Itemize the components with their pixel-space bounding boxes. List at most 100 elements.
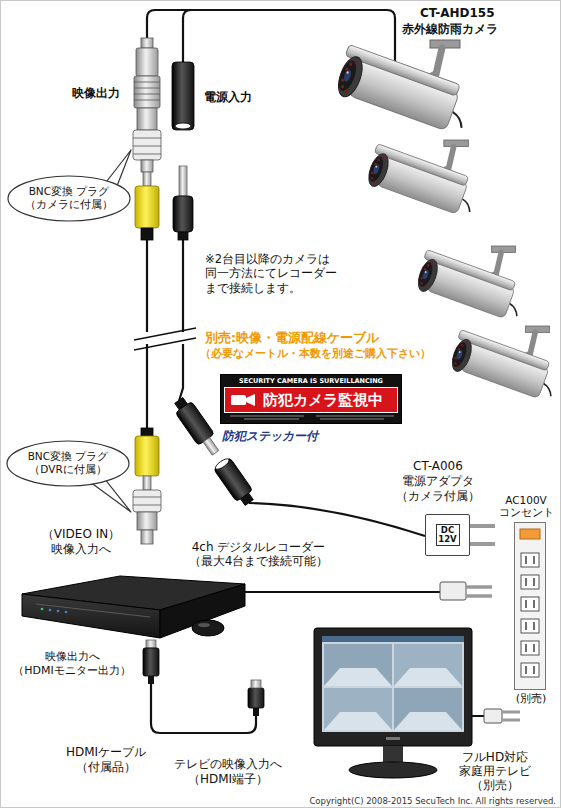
device-label: CT-A006 電源アダプタ （カメラ付属）	[392, 459, 484, 504]
recorder-figure	[57, 610, 60, 613]
dc-jack	[172, 62, 194, 130]
recorder-figure	[22, 594, 160, 638]
cable-note: （必要なメートル・本数を別途ご購入下さい）	[200, 347, 431, 361]
rca-plug	[135, 436, 159, 476]
bnc-plug	[141, 530, 153, 544]
bnc-plug	[137, 108, 157, 130]
tv-figure	[383, 746, 403, 762]
cable-label: 別売:映像・電源配線ケーブル	[205, 330, 379, 346]
outlet-sockets	[521, 641, 539, 655]
device-label: 赤外線防雨カメラ	[402, 22, 498, 37]
cable	[182, 238, 184, 332]
power-outlet: AC100V コンセント(別売)	[514, 522, 546, 690]
cable	[146, 238, 148, 332]
recorder-figure	[41, 608, 44, 611]
recorder-figure	[160, 584, 245, 638]
outlet-sockets	[521, 597, 539, 611]
bnc-plug	[133, 130, 161, 160]
warning-sticker: SECURITY CAMERA IS SURVEILLANCING防犯カメラ監視…	[220, 374, 402, 424]
callout-bubble: BNC変換 プラグ （DVRに付属）	[6, 440, 130, 487]
mouse-figure	[192, 620, 224, 636]
dc-jack	[212, 456, 257, 508]
note-text: ※2台目以降のカメラは 同一方法にてレコーダー まで接続します。	[205, 252, 340, 295]
bnc-plug	[136, 48, 158, 76]
outlet-sockets	[515, 523, 545, 689]
outlet-sockets	[526, 622, 534, 630]
tv-figure	[484, 709, 502, 723]
plug-prongs	[470, 526, 495, 544]
tv-figure	[394, 712, 462, 730]
bnc-plug	[137, 512, 157, 530]
dc-jack	[175, 123, 191, 129]
mouse-figure	[198, 623, 210, 627]
outlet-label: AC100V コンセント	[497, 494, 555, 519]
hdmi-cable	[251, 680, 261, 688]
bnc-plug	[134, 82, 160, 100]
copyright-text: Copyright(C) 2008-2015 SecuTech Inc. All…	[309, 797, 556, 806]
hdmi-cable	[253, 708, 259, 716]
recorder-figure	[36, 604, 150, 617]
tv-figure	[324, 712, 392, 730]
dc-plug	[179, 166, 187, 196]
outlet-sockets	[521, 619, 539, 633]
dc-jack	[172, 62, 194, 130]
mouse-figure	[176, 620, 224, 636]
bnc-plug	[133, 38, 161, 172]
adapter-rating: DC 12V	[436, 524, 460, 547]
dc-jack	[214, 457, 231, 471]
bnc-plug	[133, 490, 161, 512]
rca-plug	[143, 476, 151, 490]
bnc-plug	[133, 497, 161, 505]
cable	[183, 10, 191, 64]
rca-plug	[141, 228, 153, 240]
sticker-banner-text: SECURITY CAMERA IS SURVEILLANCING	[224, 377, 398, 386]
hdmi-cable	[248, 688, 264, 708]
model-number: CT-AHD155	[420, 6, 495, 21]
rca-plug	[141, 428, 153, 436]
rca-plug	[143, 172, 151, 186]
port-label: 映像出力へ （HDMIモニター出力）	[4, 650, 140, 678]
dc-plug	[173, 196, 193, 232]
rca-plug	[135, 172, 159, 240]
callout-text: BNC変換 プラグ （カメラに付属）	[23, 185, 115, 211]
tv-figure	[472, 715, 484, 717]
outlet-sockets	[526, 644, 534, 652]
port-label: 電源入力	[204, 90, 252, 105]
hdmi-cable	[143, 640, 264, 733]
port-label: 映像出力	[72, 86, 120, 101]
callout-text: BNC変換 プラグ （DVRに付属）	[22, 450, 114, 476]
tv-figure	[394, 644, 462, 686]
sticker-caption: 防犯ステッカー付	[222, 429, 318, 444]
cable-label: HDMIケーブル （付属品）	[60, 745, 152, 775]
dc-plug	[178, 232, 188, 240]
power-adapter: DC 12V	[425, 514, 470, 556]
bnc-plug	[133, 490, 161, 544]
cable	[146, 344, 148, 430]
rca-plug	[135, 186, 159, 228]
dc-plug	[203, 437, 219, 455]
fine-print	[230, 416, 394, 419]
outlet-sockets	[521, 553, 539, 567]
dc-jack	[241, 493, 254, 505]
camera-icon	[246, 394, 255, 406]
outlet-sockets	[521, 575, 539, 589]
outlet-sockets	[526, 600, 534, 608]
tv-figure	[324, 644, 392, 686]
callout-bubble: BNC変換 プラグ （カメラに付属）	[7, 175, 131, 222]
tv-figure	[322, 636, 464, 732]
outlet-sockets	[526, 666, 534, 674]
camera-figure	[447, 326, 561, 405]
rca-plug	[135, 428, 159, 490]
tv-figure	[324, 688, 392, 730]
camera-figure	[363, 140, 481, 221]
tv-figure	[322, 636, 464, 642]
power-cord	[245, 591, 440, 593]
outlet-sockets	[526, 578, 534, 586]
mouse-figure	[176, 620, 195, 626]
tv-figure	[349, 762, 437, 778]
port-label: テレビの映像入力へ （HDMI端子）	[170, 757, 286, 787]
hdmi-cable	[151, 684, 256, 733]
hdmi-cable	[146, 640, 156, 648]
tv-figure	[314, 628, 472, 746]
